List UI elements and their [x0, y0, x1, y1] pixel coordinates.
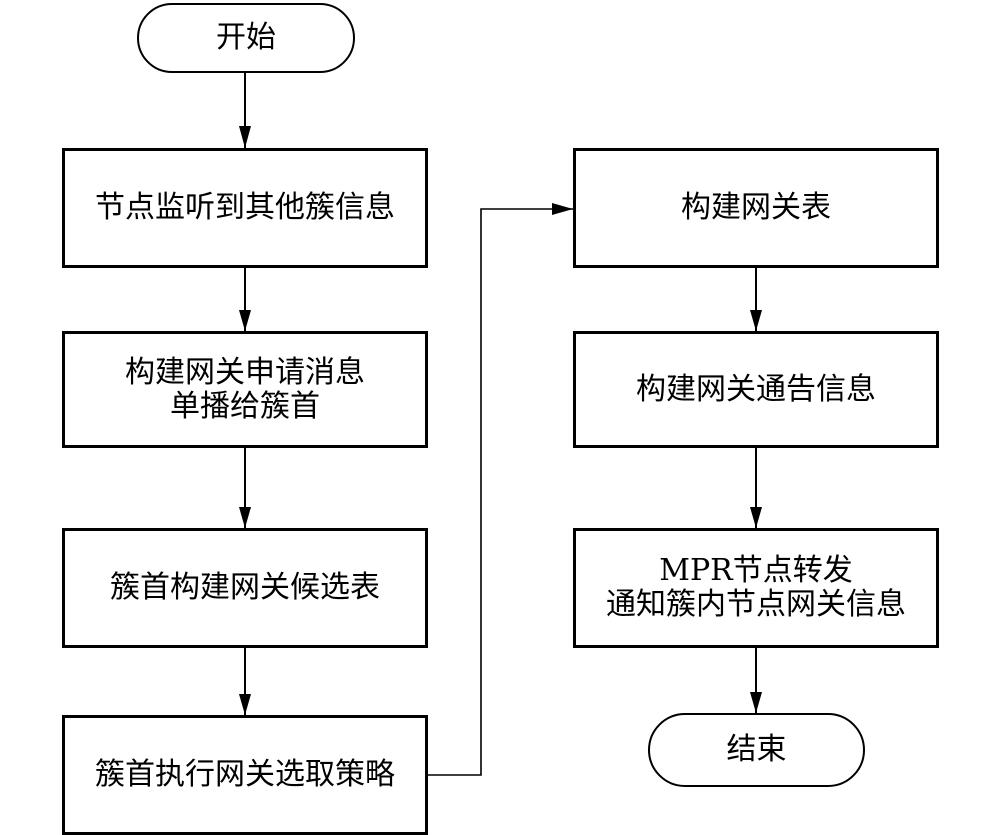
step4-label: 簇首执行网关选取策略	[95, 757, 395, 792]
step6-label: 构建网关通告信息	[636, 371, 876, 407]
end-label: 结束	[726, 732, 787, 767]
arrowhead-step6-step7	[750, 507, 762, 528]
arrowhead-start-step1	[239, 126, 251, 148]
step5-label: 构建网关表	[681, 190, 831, 225]
start-label: 开始	[216, 20, 276, 55]
start-terminal: 开始	[137, 3, 355, 73]
step1-label: 节点监听到其他簇信息	[95, 190, 395, 225]
step2-label: 构建网关申请消息 单播给簇首	[125, 354, 365, 424]
end-terminal: 结束	[648, 713, 865, 787]
arrowhead-step5-step6	[750, 310, 762, 331]
process-build-gateway-request: 构建网关申请消息 单播给簇首	[62, 331, 428, 448]
process-listen-other-clusters: 节点监听到其他簇信息	[62, 148, 428, 268]
arrowhead-step3-step4	[239, 694, 251, 715]
arrowhead-step1-step2	[239, 310, 251, 331]
arrowhead-step2-step3	[239, 507, 251, 528]
step7-label: MPR节点转发 通知簇内节点网关信息	[606, 553, 906, 622]
process-mpr-forward: MPR节点转发 通知簇内节点网关信息	[573, 528, 939, 648]
process-build-candidate-table: 簇首构建网关候选表	[62, 528, 428, 648]
edge-step4-step5	[427, 208, 573, 776]
process-build-gateway-table: 构建网关表	[573, 148, 939, 268]
process-execute-selection-strategy: 簇首执行网关选取策略	[62, 715, 428, 835]
process-build-gateway-announcement: 构建网关通告信息	[573, 331, 939, 448]
step3-label: 簇首构建网关候选表	[110, 570, 380, 605]
arrowhead-step7-end	[750, 692, 762, 713]
arrowhead-step4-step5	[552, 203, 573, 215]
